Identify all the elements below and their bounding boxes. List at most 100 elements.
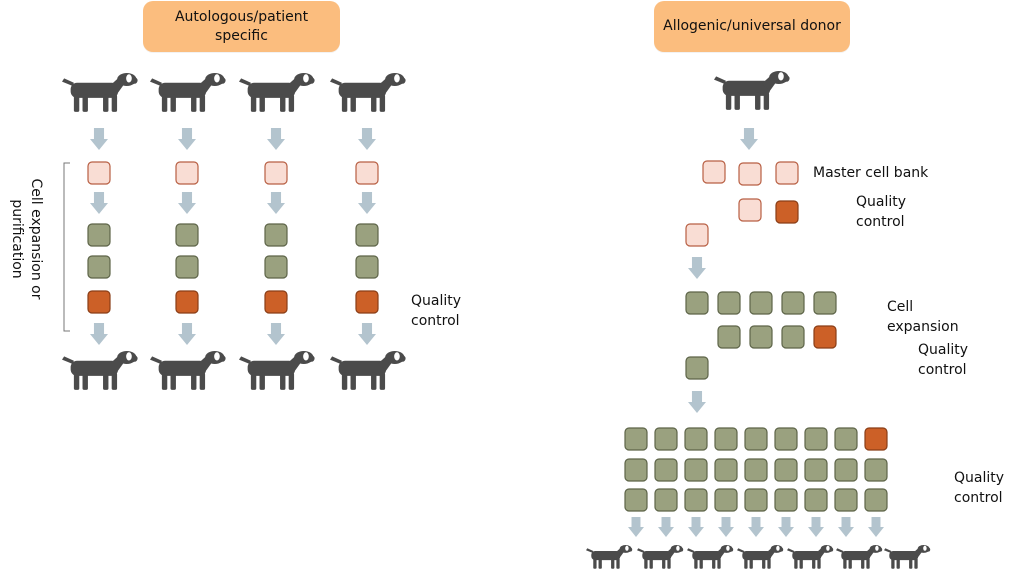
patient-dog-icon (884, 545, 931, 569)
expansion-cell (749, 325, 773, 349)
batch-cell (834, 427, 858, 451)
batch-cell (864, 488, 888, 512)
patient-dog-icon (836, 545, 883, 569)
batch-cell (774, 427, 798, 451)
down-arrow-icon (658, 517, 674, 537)
cell-qc-orange (264, 290, 288, 314)
master-cell-bank-cell (702, 160, 726, 184)
cell-qc-orange (864, 427, 888, 451)
down-arrow-icon (178, 323, 196, 345)
right-qc1-line1: Quality (856, 194, 907, 210)
down-arrow-icon (267, 192, 285, 214)
down-arrow-icon (808, 517, 824, 537)
cell-qc-orange (775, 200, 799, 224)
down-arrow-icon (778, 517, 794, 537)
autologous-header-line2: specific (215, 27, 268, 44)
batch-cell (804, 458, 828, 482)
down-arrow-icon (868, 517, 884, 537)
batch-cell (714, 458, 738, 482)
right-qc2-line2: control (918, 362, 967, 378)
patient-dog-icon (637, 545, 684, 569)
batch-cell (684, 427, 708, 451)
right-quality-control-label-2: Quality control (918, 340, 968, 380)
donor-dog-icon (62, 73, 138, 112)
expansion-cell (685, 291, 709, 315)
autologous-header: Autologous/patient specific (143, 1, 340, 52)
cell-qc-orange (355, 290, 379, 314)
down-arrow-icon (178, 192, 196, 214)
batch-cell (744, 488, 768, 512)
left-bracket (63, 162, 70, 332)
master-cell-bank-text: Master cell bank (813, 165, 929, 181)
down-arrow-icon (718, 517, 734, 537)
expansion-cell (813, 291, 837, 315)
patient-dog-icon (62, 351, 138, 390)
batch-cell (804, 488, 828, 512)
right-qc3-line1: Quality (954, 470, 1005, 486)
down-arrow-icon (748, 517, 764, 537)
selected-expansion-cell (685, 356, 709, 380)
patient-dog-icon (330, 351, 406, 390)
donor-dog-icon (714, 71, 790, 110)
batch-cell (744, 458, 768, 482)
cell-green (87, 255, 111, 279)
master-cell-bank-cell (738, 198, 762, 222)
left-quality-control-label: Quality control (411, 291, 461, 331)
cell-expansion-label: Cell expansion (887, 297, 959, 337)
cell-green (87, 223, 111, 247)
down-arrow-icon (90, 128, 108, 150)
right-quality-control-label-1: Quality control (856, 192, 906, 232)
batch-cell (654, 458, 678, 482)
down-arrow-icon (358, 128, 376, 150)
batch-cell (774, 458, 798, 482)
master-cell-bank-cell (775, 161, 799, 185)
down-arrow-icon (267, 323, 285, 345)
selected-vial-cell (685, 223, 709, 247)
cell-expansion-line2: expansion (887, 319, 959, 335)
cell-expansion-line1: Cell (887, 299, 914, 315)
master-cell-bank-label: Master cell bank (813, 163, 928, 183)
donor-dog-icon (330, 73, 406, 112)
side-label-line2: purification (9, 199, 25, 279)
down-arrow-icon (358, 323, 376, 345)
expansion-cell (717, 325, 741, 349)
cell-green (175, 255, 199, 279)
autologous-header-line1: Autologous/patient (174, 8, 309, 25)
patient-dog-icon (687, 545, 734, 569)
batch-cell (714, 427, 738, 451)
cell-pink (355, 161, 379, 185)
side-label-line1: Cell expansion or (28, 178, 44, 300)
batch-cell (714, 488, 738, 512)
cell-pink (175, 161, 199, 185)
master-cell-bank-cell (738, 162, 762, 186)
donor-dog-icon (150, 73, 226, 112)
cell-green (355, 255, 379, 279)
down-arrow-icon (688, 391, 706, 413)
cell-pink (264, 161, 288, 185)
patient-dog-icon (737, 545, 784, 569)
down-arrow-icon (358, 192, 376, 214)
down-arrow-icon (688, 517, 704, 537)
batch-cell (684, 488, 708, 512)
right-qc1-line2: control (856, 214, 905, 230)
left-qc-line2: control (411, 313, 460, 329)
expansion-cell (717, 291, 741, 315)
donor-dog-icon (239, 73, 315, 112)
down-arrow-icon (90, 323, 108, 345)
batch-cell (834, 488, 858, 512)
cell-expansion-side-label: Cell expansion or purification (4, 178, 48, 299)
batch-cell (774, 488, 798, 512)
down-arrow-icon (688, 257, 706, 279)
patient-dog-icon (586, 545, 633, 569)
batch-cell (624, 427, 648, 451)
cell-qc-orange (175, 290, 199, 314)
down-arrow-icon (90, 192, 108, 214)
right-qc2-line1: Quality (918, 342, 969, 358)
allogenic-header-text: Allogenic/universal donor (663, 18, 841, 34)
right-quality-control-label-3: Quality control (954, 468, 1004, 508)
cell-pink (87, 161, 111, 185)
patient-dog-icon (150, 351, 226, 390)
patient-dog-icon (787, 545, 834, 569)
cell-green (175, 223, 199, 247)
batch-cell (864, 458, 888, 482)
